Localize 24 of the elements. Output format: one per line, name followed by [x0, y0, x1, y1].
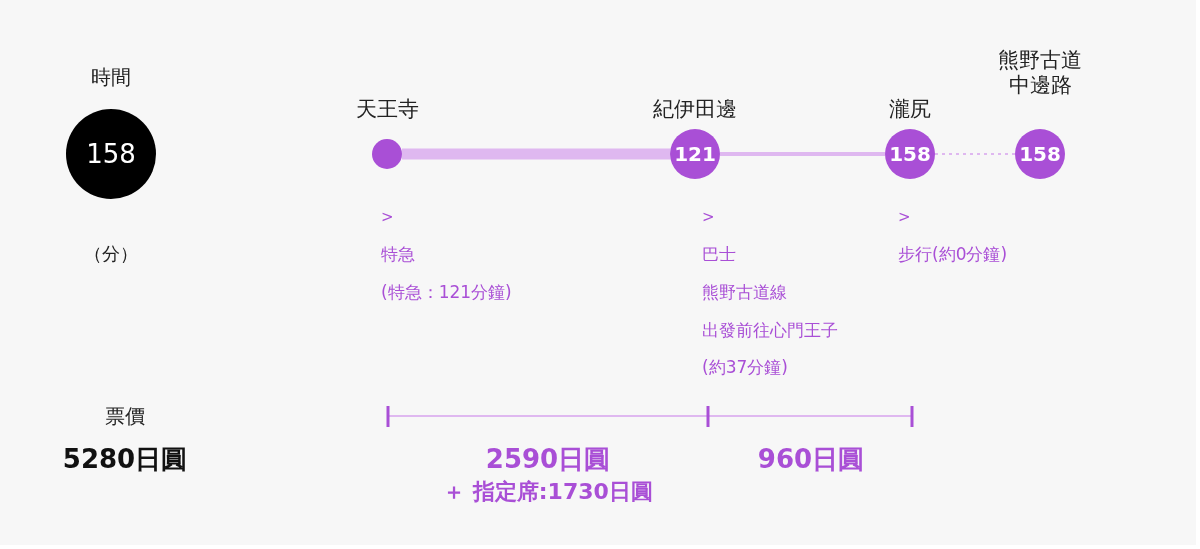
chevron-mark: >	[702, 208, 715, 226]
transport-note: 特急	[381, 243, 415, 266]
station-name: 天王寺	[355, 97, 419, 123]
fare-amount: 2590日圓	[485, 444, 611, 476]
station-name: 紀伊田邊	[653, 97, 737, 123]
total-price: 5280日圓	[62, 444, 188, 476]
reserved-seat-fare: ＋ 指定席:1730日圓	[443, 479, 653, 506]
rail-line	[402, 148, 670, 160]
fare-amount: 960日圓	[757, 444, 865, 476]
chevron-mark: >	[898, 208, 911, 226]
price-heading: 票價	[105, 404, 145, 428]
transport-note: 出發前往心門王子	[702, 319, 838, 342]
station-name: 熊野古道中邊路	[997, 48, 1083, 99]
transport-note: 熊野古道線	[702, 281, 787, 304]
time-heading: 時間	[91, 65, 131, 89]
route-line	[720, 152, 885, 156]
transport-note: (特急：121分鐘)	[381, 281, 512, 304]
chevron-mark: >	[381, 208, 394, 226]
transport-note: 巴士	[702, 243, 736, 266]
transport-note: (約37分鐘)	[702, 356, 788, 379]
transport-note: 步行(約0分鐘)	[898, 243, 1008, 266]
walking-line	[934, 153, 1016, 155]
unit-label: （分）	[84, 243, 138, 265]
station-name: 瀧尻	[889, 97, 931, 123]
